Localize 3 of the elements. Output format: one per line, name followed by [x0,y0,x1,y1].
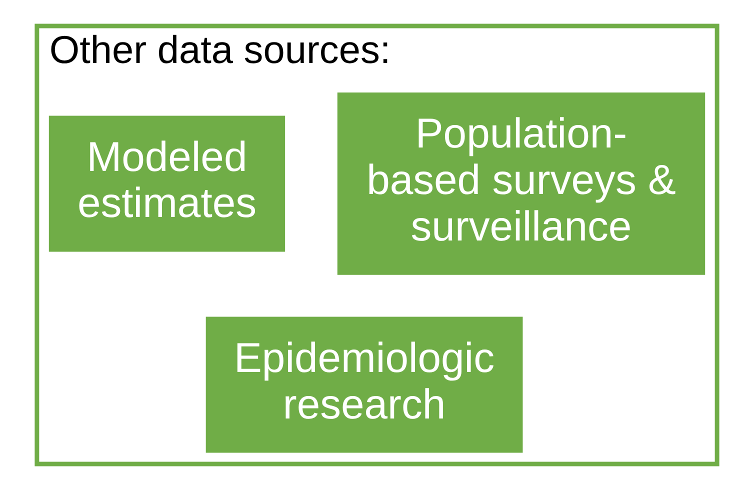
node-box: Modeled estimates [48,116,286,252]
node-box: Epidemiologic research [206,316,523,453]
node-box: Population-based surveys & surveillance [337,92,706,275]
